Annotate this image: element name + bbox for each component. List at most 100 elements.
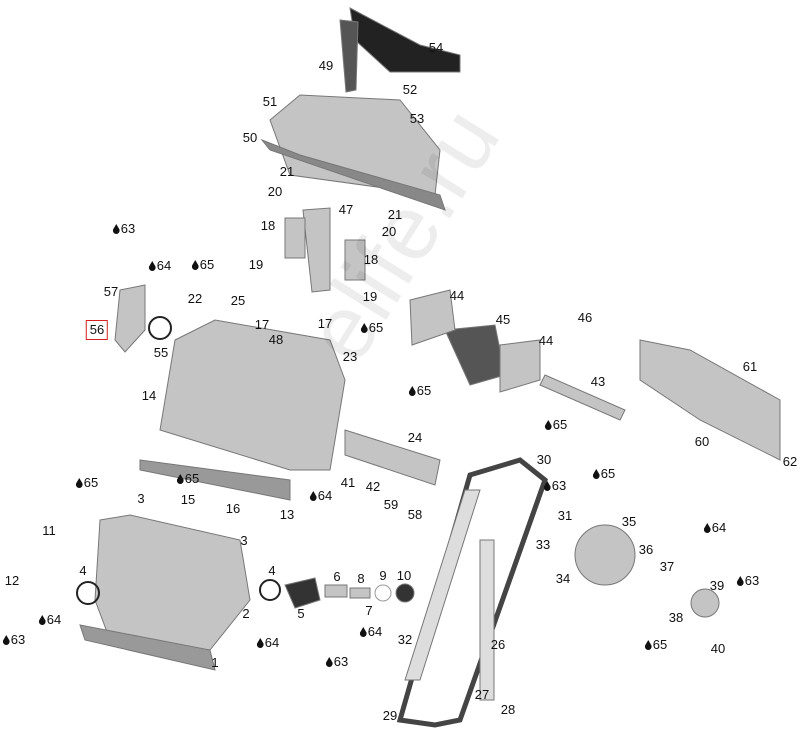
lubricant-callout: 63 [544, 479, 566, 493]
lubricant-callout: 65 [192, 258, 214, 272]
callout: 24 [407, 430, 423, 445]
part-32-guide [404, 489, 481, 681]
callout: 29 [382, 708, 398, 723]
callout: 2 [242, 606, 250, 621]
part-18-spring-b [344, 239, 366, 281]
part-49-coil [339, 19, 359, 93]
part-13-gasket [139, 459, 291, 501]
part-24-camshaft [344, 429, 441, 486]
lubricant-callout: 63 [3, 633, 25, 647]
callout: 53 [409, 111, 425, 126]
callout: 38 [668, 610, 684, 625]
callout: 54 [428, 40, 444, 55]
callout: 4 [79, 563, 87, 578]
lubricant-callout: 64 [39, 613, 61, 627]
part-5-cover [284, 577, 321, 609]
callout: 37 [659, 559, 675, 574]
lubricant-callout: 65 [645, 638, 667, 652]
callout: 34 [555, 571, 571, 586]
callout: 9 [379, 568, 387, 583]
callout: 32 [397, 632, 413, 647]
part-50-gasket [260, 138, 446, 211]
callout: 20 [267, 184, 283, 199]
callout: 40 [710, 641, 726, 656]
part-55-oring [148, 316, 172, 340]
callout: 6 [333, 569, 341, 584]
part-9-oring [374, 584, 392, 602]
callout-highlighted[interactable]: 56 [85, 320, 109, 340]
callout: 44 [538, 333, 554, 348]
lubricant-callout: 65 [545, 418, 567, 432]
callout: 42 [365, 479, 381, 494]
callout: 43 [590, 374, 606, 389]
lubricant-callout: 64 [704, 521, 726, 535]
part-45-rocker [444, 324, 506, 386]
callout: 3 [137, 491, 145, 506]
callout: 52 [402, 82, 418, 97]
callout: 22 [187, 291, 203, 306]
callout: 49 [318, 58, 334, 73]
callout: 15 [180, 492, 196, 507]
part-6 [324, 584, 348, 598]
callout: 41 [340, 475, 356, 490]
callout: 45 [495, 312, 511, 327]
part-39-pump [690, 588, 720, 618]
lubricant-callout: 63 [113, 222, 135, 236]
callout: 3 [240, 533, 248, 548]
lubricant-callout: 65 [409, 384, 431, 398]
callout: 36 [638, 542, 654, 557]
callout: 33 [535, 537, 551, 552]
callout: 19 [248, 257, 264, 272]
lubricant-callout: 65 [76, 476, 98, 490]
callout: 10 [396, 568, 412, 583]
lubricant-callout: 64 [360, 625, 382, 639]
part-54-cover [349, 7, 461, 73]
callout: 14 [141, 388, 157, 403]
callout: 58 [407, 507, 423, 522]
callout: 61 [742, 359, 758, 374]
callout: 57 [103, 284, 119, 299]
callout: 25 [230, 293, 246, 308]
callout: 55 [153, 345, 169, 360]
callout: 16 [225, 501, 241, 516]
part-29-chain [396, 457, 548, 728]
callout: 51 [262, 94, 278, 109]
callout: 44 [449, 288, 465, 303]
lubricant-callout: 63 [326, 655, 348, 669]
callout: 62 [782, 454, 798, 469]
callout: 8 [357, 571, 365, 586]
callout: 50 [242, 130, 258, 145]
callout: 26 [490, 637, 506, 652]
callout: 4 [268, 563, 276, 578]
callout: 28 [500, 702, 516, 717]
callout: 39 [709, 578, 725, 593]
part-26-guide [479, 539, 495, 701]
part-44-rocker-b [499, 339, 541, 393]
callout: 18 [363, 252, 379, 267]
part-1-gasket [79, 624, 216, 671]
lubricant-callout: 64 [257, 636, 279, 650]
callout: 1 [211, 655, 219, 670]
callout: 47 [338, 202, 354, 217]
lubricant-callout: 64 [149, 259, 171, 273]
callout: 13 [279, 507, 295, 522]
lubricant-callout: 63 [737, 574, 759, 588]
callout: 23 [342, 349, 358, 364]
callout: 17 [254, 317, 270, 332]
callout: 20 [381, 224, 397, 239]
callout: 12 [4, 573, 20, 588]
part-47-tube [302, 207, 331, 293]
part-35-gear [574, 524, 636, 586]
callout: 21 [279, 164, 295, 179]
callout: 59 [383, 497, 399, 512]
callout: 7 [365, 603, 373, 618]
part-61-manifold [639, 339, 781, 461]
callout: 30 [536, 452, 552, 467]
callout: 19 [362, 289, 378, 304]
part-44-rocker-a [409, 289, 456, 346]
lubricant-callout: 65 [361, 321, 383, 335]
part-57-elbow [114, 284, 146, 353]
callout: 11 [42, 523, 56, 538]
callout: 60 [694, 434, 710, 449]
